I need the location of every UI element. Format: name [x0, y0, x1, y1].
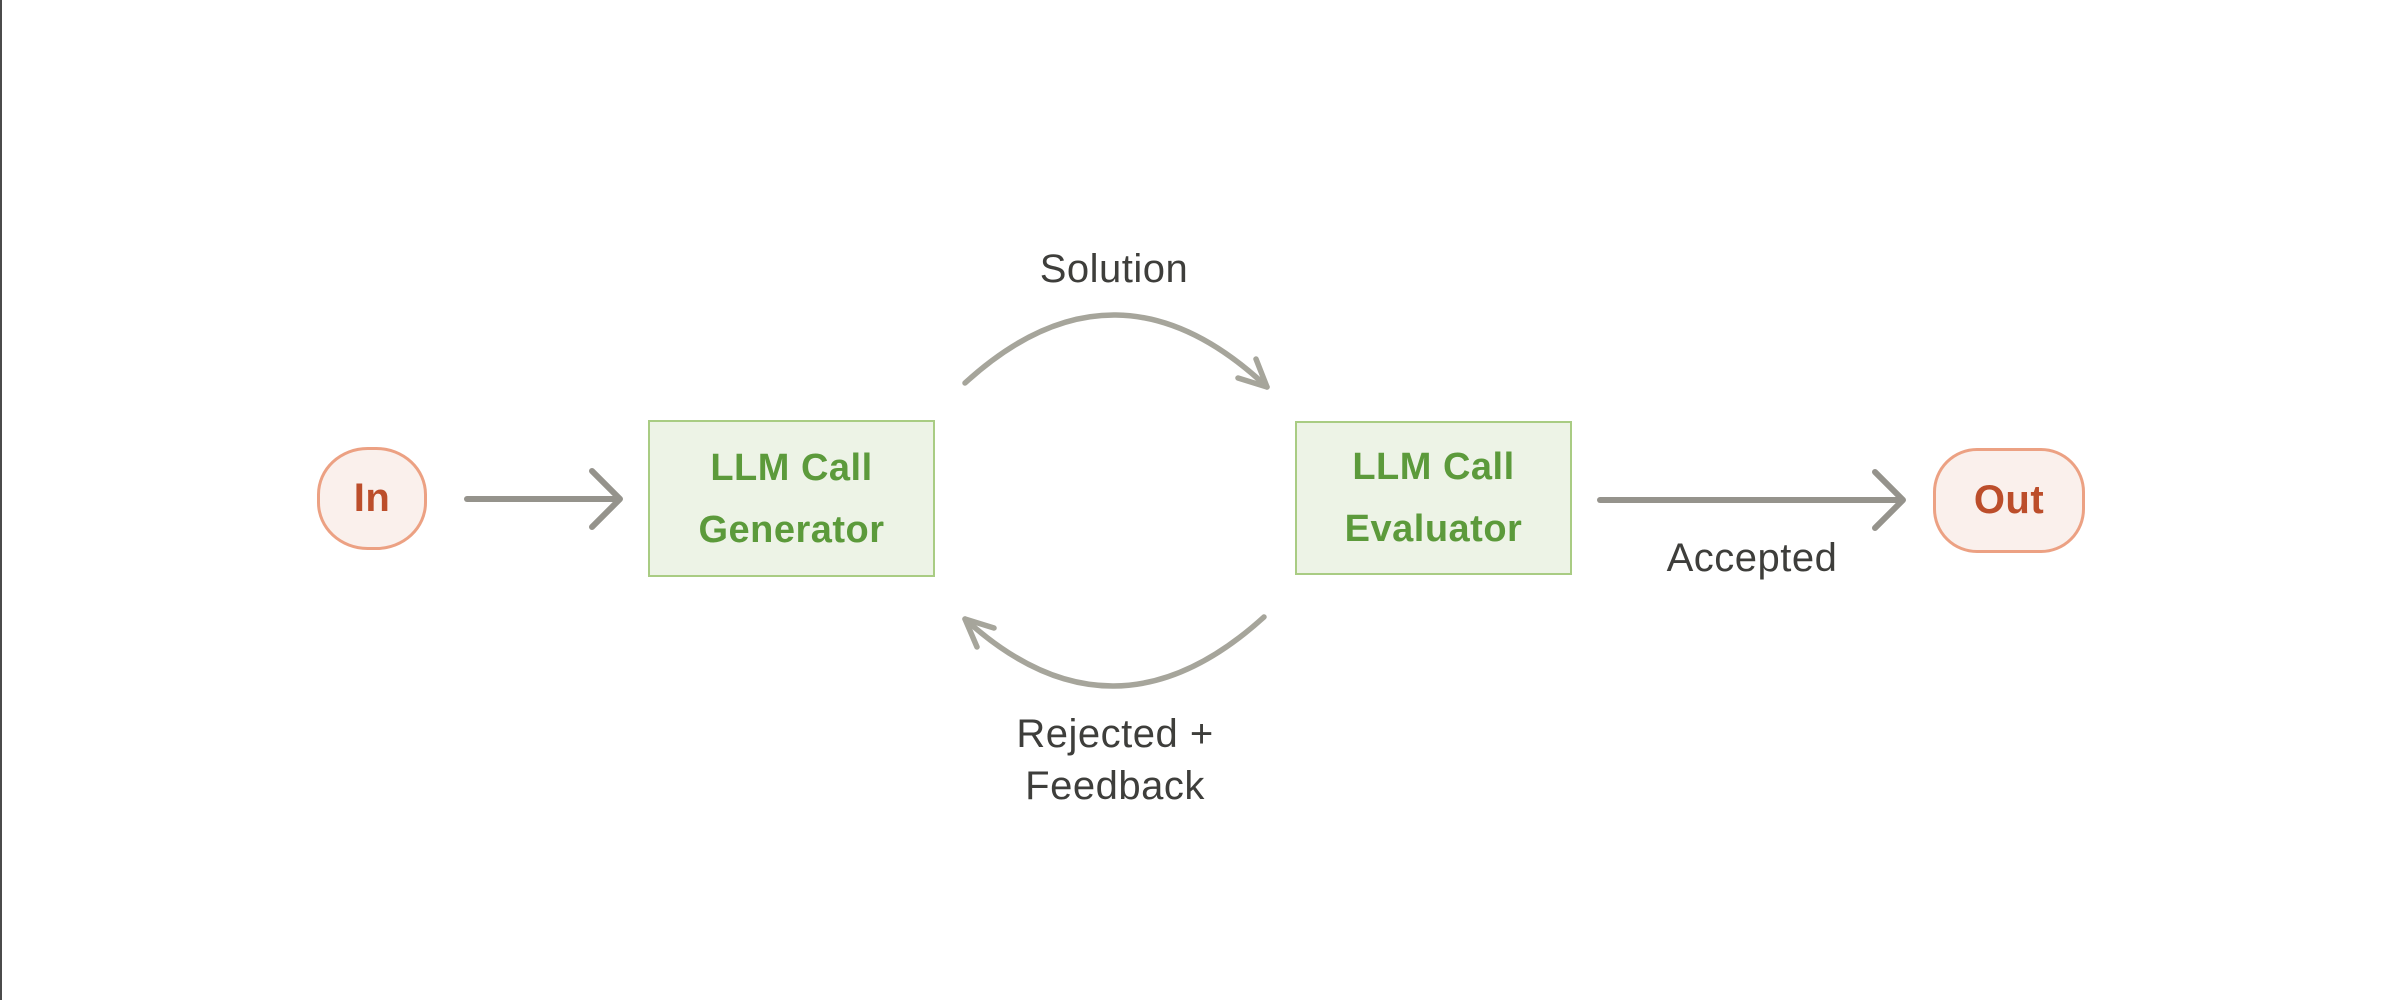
- node-llm-call-generator: LLM Call Generator: [648, 420, 935, 577]
- right-arrowhead-icon: [589, 468, 623, 530]
- in-to-generator-arrow: [464, 468, 623, 530]
- window-left-edge-line: [0, 0, 2, 1000]
- node-in: In: [317, 447, 427, 550]
- rejected-feedback-line1: Rejected +: [1016, 712, 1214, 756]
- node-generator-label-line2: Generator: [698, 508, 885, 551]
- solution-edge-label: Solution: [1039, 247, 1189, 291]
- node-out-label: Out: [1973, 478, 2045, 522]
- node-in-label: In: [353, 476, 391, 520]
- node-out: Out: [1933, 448, 2085, 553]
- node-generator-label-line1: LLM Call: [710, 446, 873, 489]
- solution-curved-arrow: [962, 312, 1270, 390]
- rejected-feedback-line2: Feedback: [1025, 764, 1205, 808]
- rejected-feedback-edge-label: Rejected + Feedback: [965, 708, 1265, 812]
- node-llm-call-evaluator: LLM Call Evaluator: [1295, 421, 1572, 575]
- down-right-arrowhead-icon: [1235, 356, 1270, 390]
- feedback-curved-arrow: [962, 614, 1267, 689]
- accepted-edge-label: Accepted: [1666, 536, 1838, 580]
- node-evaluator-label-line2: Evaluator: [1344, 508, 1523, 550]
- node-evaluator-label-line1: LLM Call: [1352, 446, 1515, 488]
- evaluator-to-out-arrow: [1597, 469, 1906, 531]
- right-arrowhead-icon: [1872, 469, 1906, 531]
- up-left-arrowhead-icon: [962, 616, 997, 650]
